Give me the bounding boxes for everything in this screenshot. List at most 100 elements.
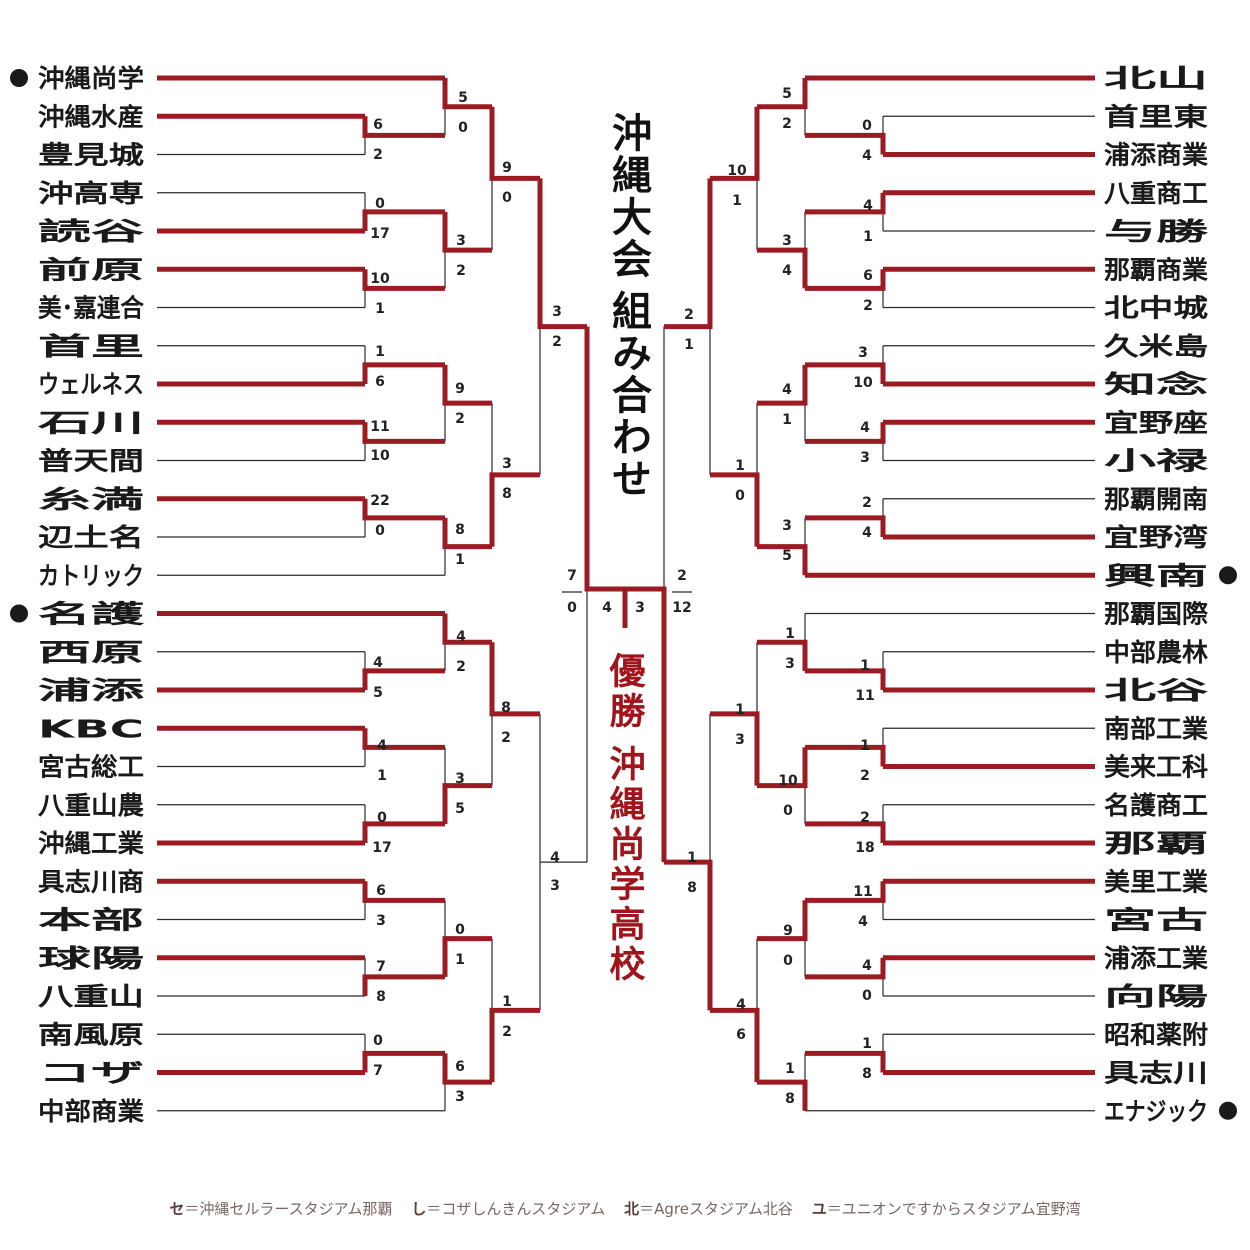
score-value: 0 xyxy=(458,120,468,136)
score-value: 10 xyxy=(727,163,747,179)
score-value: 0 xyxy=(373,1033,383,1049)
score-value: 4 xyxy=(860,420,870,436)
score-value: 10 xyxy=(778,773,798,789)
stadium-legend: セ＝沖縄セルラースタジアム那覇 し＝コザしんきんスタジアム 北＝Agreスタジア… xyxy=(0,1198,1250,1219)
team-name: 南部工業 xyxy=(1104,714,1208,743)
score-value: 0 xyxy=(455,922,465,938)
bracket-line xyxy=(710,1007,760,1083)
bracket-line xyxy=(805,515,886,537)
score-value: 4 xyxy=(373,655,383,671)
score-value: 0 xyxy=(862,988,872,1004)
seed-markers xyxy=(10,69,1237,1120)
team-name: 普天間 xyxy=(38,447,144,476)
team-name: 首里東 xyxy=(1104,102,1208,131)
bracket-line xyxy=(757,639,808,671)
team-name: 昭和薬附 xyxy=(1104,1020,1208,1049)
score-value: 0 xyxy=(375,196,385,212)
score-value: 4 xyxy=(456,629,466,645)
bracket-line xyxy=(805,422,886,444)
score-value: 1 xyxy=(860,658,870,674)
team-name: 名護商工 xyxy=(1104,791,1208,820)
score-value: 3 xyxy=(735,732,745,748)
team-name: 浦添商業 xyxy=(1104,141,1208,170)
bracket-line xyxy=(442,517,492,550)
team-name: 本部 xyxy=(38,906,144,935)
score-value: 1 xyxy=(785,626,795,642)
team-name: カトリック xyxy=(38,561,144,590)
team-name: 南風原 xyxy=(38,1020,144,1049)
bracket-line xyxy=(805,1050,886,1073)
score-value: 4 xyxy=(736,997,746,1013)
score-value: 11 xyxy=(855,688,874,704)
score-value: 3 xyxy=(858,345,868,361)
score-value: 2 xyxy=(862,495,872,511)
score-value: 2 xyxy=(860,768,870,784)
score-value: 8 xyxy=(455,522,465,538)
team-name: ウェルネス xyxy=(38,370,144,399)
bracket-line xyxy=(442,613,492,645)
team-name: 石川 xyxy=(36,408,144,437)
score-value: 3 xyxy=(550,878,560,894)
score-value: 3 xyxy=(456,233,466,249)
score-value: 1 xyxy=(455,552,465,568)
team-name: 那覇商業 xyxy=(1104,255,1208,284)
team-name: 知念 xyxy=(1104,370,1208,399)
score-value: 1 xyxy=(455,952,465,968)
bracket-line xyxy=(757,247,808,289)
score-value: 1 xyxy=(782,412,792,428)
bracket-line xyxy=(442,211,492,253)
bracket-line xyxy=(362,668,445,690)
team-name: 那覇国際 xyxy=(1104,600,1208,629)
score-value: 3 xyxy=(502,456,512,472)
champion-label: 優勝 xyxy=(604,652,647,732)
team-name: 前原 xyxy=(38,255,144,284)
team-name: 久米島 xyxy=(1104,332,1208,361)
score-value: 18 xyxy=(855,840,874,856)
team-name: コザ xyxy=(38,1059,144,1088)
score-value: 4 xyxy=(377,738,387,754)
score-value: 9 xyxy=(502,160,512,176)
bracket-line xyxy=(805,192,886,215)
team-name: 中部商業 xyxy=(38,1097,144,1126)
score-value: 0 xyxy=(862,118,872,134)
seed-dot xyxy=(10,604,28,623)
winning-path-lines xyxy=(157,75,1095,1111)
team-name: 浦添 xyxy=(38,676,146,705)
score-value: 4 xyxy=(602,600,612,616)
team-name: KBC xyxy=(38,714,144,743)
seed-dot xyxy=(10,69,28,87)
team-name: 具志川商 xyxy=(38,867,144,896)
bracket-line xyxy=(442,1053,492,1085)
bracket-line xyxy=(757,747,808,789)
score-value: 1 xyxy=(735,702,745,718)
score-value: 6 xyxy=(375,374,385,390)
bracket-line xyxy=(805,362,886,384)
score-value: 3 xyxy=(455,771,465,787)
team-name: 沖縄水産 xyxy=(38,102,144,131)
score-value: 17 xyxy=(372,840,391,856)
legend-item: ユ＝ユニオンですからスタジアム宜野湾 xyxy=(811,1200,1081,1218)
team-name: 八重山農 xyxy=(38,791,144,820)
team-name: 北山 xyxy=(1104,64,1208,93)
score-value: 0 xyxy=(735,488,745,504)
team-name: 沖高専 xyxy=(38,179,144,208)
score-value: 10 xyxy=(370,271,390,287)
score-value: 22 xyxy=(370,493,389,509)
team-name: 西原 xyxy=(38,638,144,667)
score-value: 1 xyxy=(377,768,387,784)
bracket-line xyxy=(489,472,540,547)
score-value: 12 xyxy=(672,600,691,616)
score-value: 7 xyxy=(376,959,386,975)
team-name: 読谷 xyxy=(38,217,146,246)
bracket-line xyxy=(805,132,886,155)
bracket-line xyxy=(362,209,445,231)
score-value: 9 xyxy=(783,923,793,939)
team-name: 美･嘉連合 xyxy=(38,294,145,323)
score-value: 10 xyxy=(853,375,873,391)
team-name: 八重商工 xyxy=(1104,179,1208,208)
team-name: 名護 xyxy=(38,600,146,629)
score-value: 1 xyxy=(687,850,697,866)
score-value: 4 xyxy=(858,914,868,930)
team-name: 宜野座 xyxy=(1104,408,1208,437)
bracket-line xyxy=(442,78,492,110)
